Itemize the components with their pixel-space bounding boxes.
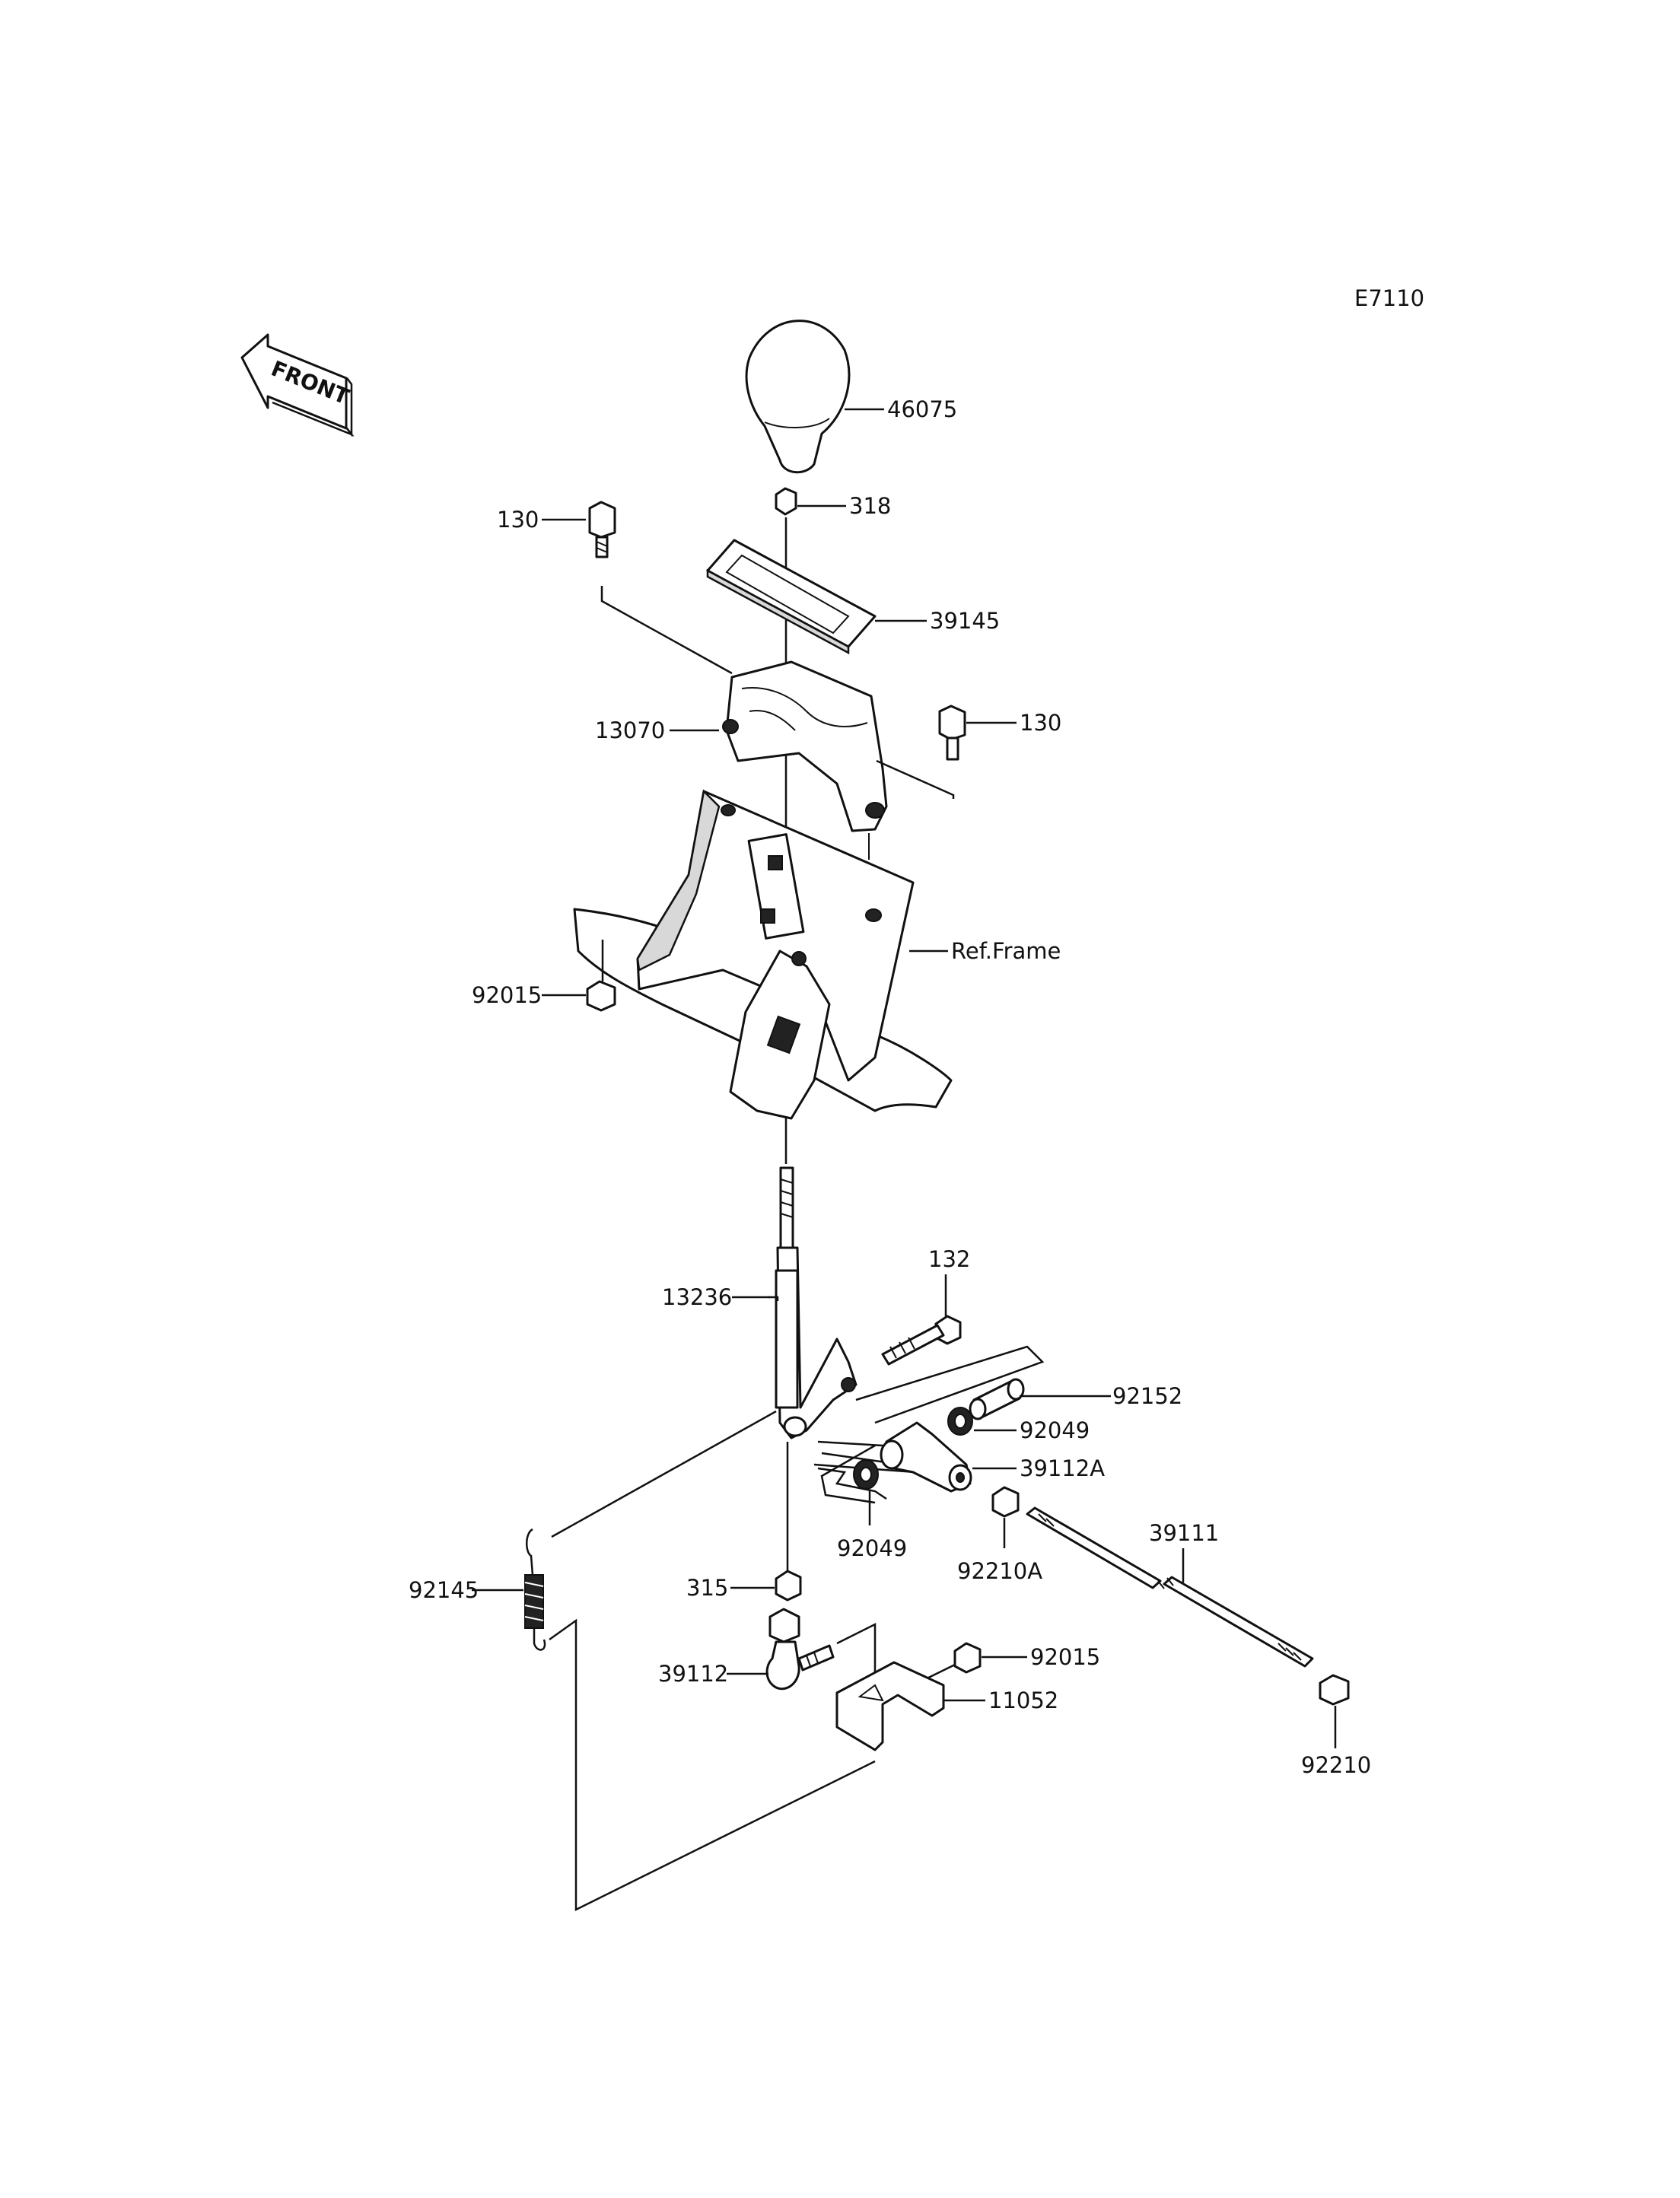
label-92210A: 92210A — [957, 1558, 1042, 1584]
label-46075: 46075 — [887, 396, 957, 422]
lever-39112A: 39112A — [880, 1421, 1105, 1493]
label-92145: 92145 — [409, 1577, 479, 1603]
label-315: 315 — [686, 1575, 728, 1601]
washer-92049-left: 92049 — [837, 1459, 907, 1561]
shift-lever-13236: 13236 — [662, 1166, 858, 1439]
label-130-right: 130 — [1020, 710, 1061, 736]
label-92210: 92210 — [1301, 1752, 1371, 1778]
label-92015-bottom: 92015 — [1030, 1644, 1100, 1670]
bolt-132: 132 — [881, 1246, 970, 1366]
spring-92145: 92145 — [409, 1528, 546, 1651]
label-11052: 11052 — [988, 1687, 1058, 1713]
diagram-code: E7110 — [1354, 285, 1424, 311]
label-13070: 13070 — [595, 717, 665, 743]
label-92049-right: 92049 — [1020, 1417, 1090, 1443]
collar-92152: 92152 — [969, 1378, 1182, 1420]
bolt-130-top: 130 — [497, 501, 733, 675]
label-92049-left: 92049 — [837, 1535, 907, 1561]
front-arrow-icon: FRONT — [240, 333, 355, 437]
rod-39111: 39111 — [1026, 1506, 1314, 1668]
shift-knob: 46075 — [745, 320, 957, 474]
shift-guide-13070: 13070 — [595, 660, 888, 860]
bracket-11052: 11052 — [835, 1622, 1058, 1751]
bolt-130-right: 130 — [876, 705, 1061, 799]
rod-end-39112: 39112 — [658, 1608, 835, 1691]
label-130-top: 130 — [497, 507, 539, 533]
label-92152: 92152 — [1112, 1383, 1182, 1409]
nut-92015-bottom: 92015 — [912, 1642, 1100, 1687]
label-318: 318 — [849, 493, 891, 519]
label-ref-frame: Ref.Frame — [951, 938, 1061, 964]
washer-92049-right: 92049 — [947, 1407, 1090, 1443]
nut-92210: 92210 — [1301, 1674, 1371, 1778]
label-39112: 39112 — [658, 1661, 728, 1687]
label-39112A: 39112A — [1020, 1455, 1105, 1481]
label-132: 132 — [928, 1246, 970, 1272]
label-92015-left: 92015 — [472, 982, 542, 1008]
nut-318: 318 — [775, 487, 891, 519]
nut-92210A: 92210A — [957, 1486, 1042, 1584]
label-13236: 13236 — [662, 1284, 732, 1310]
label-39111: 39111 — [1149, 1520, 1219, 1546]
nut-92015-left: 92015 — [472, 940, 616, 1012]
label-39145: 39145 — [930, 608, 1000, 634]
shift-bezel-39145: 39145 — [706, 539, 1000, 655]
nut-315: 315 — [686, 1442, 802, 1602]
frame-reference: Ref.Frame — [573, 789, 1061, 1120]
